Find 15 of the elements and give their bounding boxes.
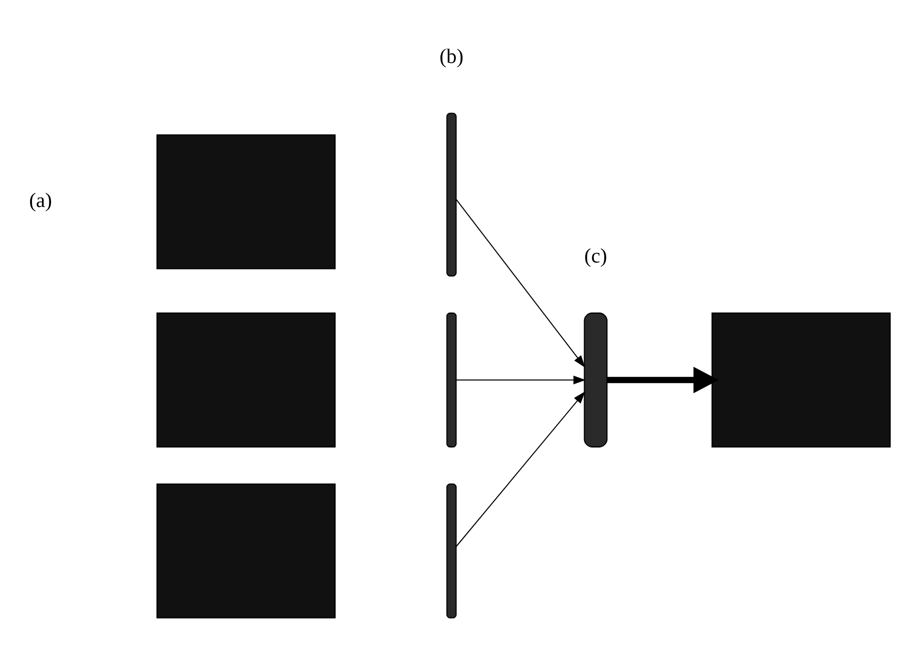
node-box [712, 312, 891, 447]
arrow [456, 390, 586, 546]
node-bar [446, 483, 457, 618]
arrow [607, 366, 719, 393]
node-box [156, 134, 336, 269]
label: (b) [440, 45, 464, 68]
node-box [156, 312, 336, 447]
node-bar [446, 112, 457, 276]
node-bar [584, 312, 608, 447]
label: (c) [584, 245, 608, 268]
arrow [456, 375, 586, 384]
node-bar [446, 312, 457, 447]
arrow [456, 198, 586, 368]
label: (a) [29, 189, 52, 212]
node-box [156, 483, 336, 618]
